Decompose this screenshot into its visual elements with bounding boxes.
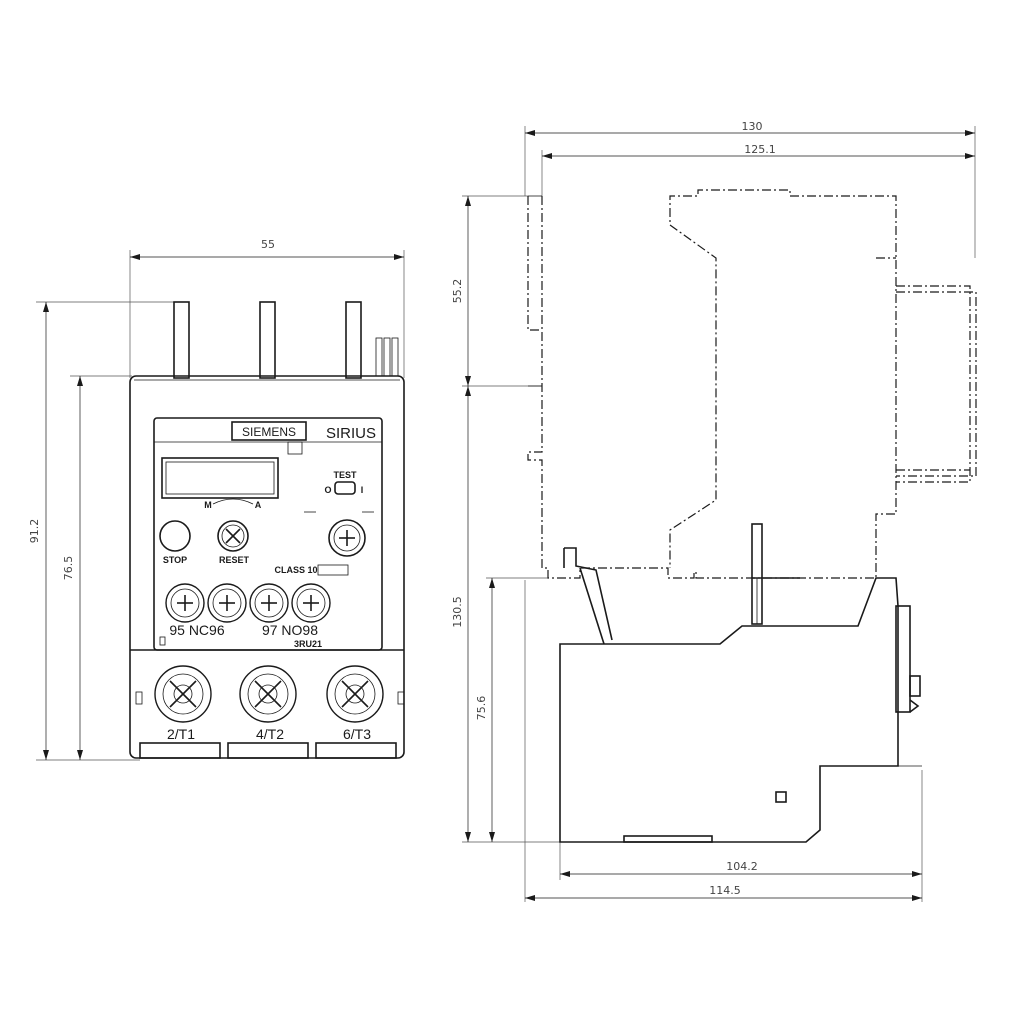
label-terminal-t1: 2/T1	[167, 726, 195, 742]
siemens-logo-box	[231, 421, 307, 441]
relay-body-side	[559, 523, 922, 843]
dim-side-bottom-outer: 114.5	[524, 580, 923, 902]
brand-logo: SIEMENS	[242, 425, 296, 439]
label-manual: M	[204, 500, 212, 510]
stop-button[interactable]	[159, 520, 191, 552]
label-test-on: I	[361, 485, 364, 495]
dim-side-left-upper-label: 55.2	[451, 279, 464, 304]
label-terminal-t2: 4/T2	[256, 726, 284, 742]
product-name: SIRIUS	[326, 425, 376, 442]
top-pins	[173, 301, 399, 379]
main-terminals: 2/T1 4/T2 6/T3	[154, 665, 384, 742]
dim-front-width-label: 55	[261, 238, 275, 251]
reset-button[interactable]	[217, 520, 249, 552]
dim-front-width: 55	[129, 238, 405, 378]
control-panel: SIEMENS SIRIUS M A TEST O I STOP	[153, 417, 383, 651]
label-contact-nc: 95 NC96	[169, 622, 224, 638]
dim-side-top-inner: 125.1	[541, 143, 975, 196]
dim-side-bottom-inner: 104.2	[559, 770, 923, 880]
dim-side-left-total: 130.5	[451, 386, 562, 843]
setting-window	[161, 457, 279, 499]
front-view: 55 91.2 76.5	[28, 238, 405, 761]
dim-side-left-lower: 75.6	[475, 577, 548, 842]
current-adjust-dial[interactable]	[328, 519, 366, 557]
label-terminal-t3: 6/T3	[343, 726, 371, 742]
dim-side-top-outer: 130	[524, 120, 976, 258]
contactor-outline	[527, 189, 977, 579]
label-test-off: O	[324, 485, 331, 495]
dim-side-left-upper: 55.2	[451, 195, 542, 387]
dim-front-height-body: 76.5	[62, 375, 132, 760]
dim-front-height-total: 91.2	[28, 301, 178, 761]
dim-front-height-total-label: 91.2	[28, 519, 41, 544]
dim-side-top-inner-label: 125.1	[744, 143, 776, 156]
dim-side-bottom-outer-label: 114.5	[709, 884, 741, 897]
label-stop: STOP	[163, 555, 187, 565]
dim-side-bottom-inner-label: 104.2	[726, 860, 758, 873]
dim-side-left-total-label: 130.5	[451, 596, 464, 628]
test-slider[interactable]	[334, 481, 356, 495]
dim-side-left-lower-label: 75.6	[475, 696, 488, 721]
dim-side-top-outer-label: 130	[742, 120, 763, 133]
label-auto: A	[255, 500, 262, 510]
label-contact-no: 97 NO98	[262, 622, 318, 638]
label-class: CLASS 10	[274, 565, 317, 575]
dim-front-height-body-label: 76.5	[62, 556, 75, 581]
label-test: TEST	[333, 470, 357, 480]
model-number: 3RU21	[294, 639, 322, 649]
label-reset: RESET	[219, 555, 250, 565]
side-view: 130 125.1 55.2 130.5	[451, 120, 977, 902]
aux-contact-screws	[165, 583, 331, 623]
